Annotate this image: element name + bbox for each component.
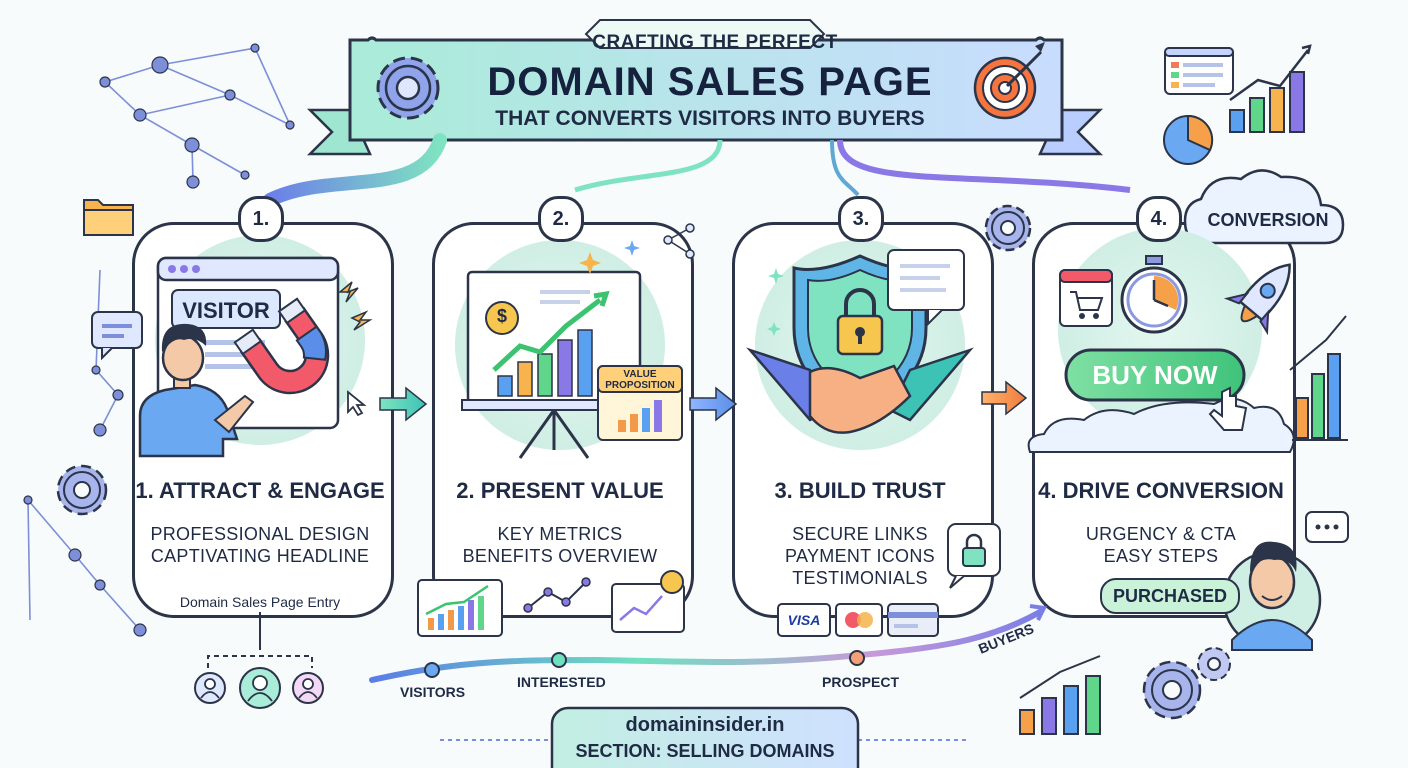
line-chart-icon [523,577,591,613]
conversion-label: CONVERSION [1207,210,1329,230]
step-line-4b: EASY STEPS [1103,546,1219,566]
step-title-3: 3. BUILD TRUST [774,478,946,503]
step-caption-1: Domain Sales Page Entry [179,594,341,610]
sparkle-icon [579,252,601,274]
value-proposition-card [597,365,683,441]
step-badge-2: 2. [538,196,584,242]
buy-now-button [1064,348,1246,402]
stopwatch-icon [1120,255,1188,334]
dollar-symbol: $ [496,306,507,326]
pie-chart-icon [1163,114,1214,165]
arrow-icon [689,386,738,422]
mini-chart-icon [611,570,685,633]
rocket-icon [1223,263,1291,336]
value-label: VALUE [623,369,657,380]
step-title-4: 4. DRIVE CONVERSION [1038,478,1284,503]
handshake-icon [746,347,974,434]
funnel-stage-prospect: PROSPECT [822,674,900,690]
step-line-3a: SECURE LINKS [792,524,928,544]
shopping-cart-icon [1059,269,1113,327]
step-badge-1: 1. [238,196,284,242]
funnel-stage-visitors: VISITORS [400,684,466,700]
magnet-icon [233,297,330,395]
credit-card-icon [887,603,939,637]
user-icon [194,672,226,704]
target-icon [973,42,1045,120]
gear-icon [984,204,1032,252]
title-banner [348,36,1064,142]
gear-icon [376,56,440,120]
cursor-icon [347,390,367,417]
person-icon [138,323,255,458]
step-line-3c: TESTIMONIALS [792,568,928,588]
buy-now-label[interactable]: BUY NOW [1092,360,1218,390]
dashboard-icon [1164,47,1234,95]
footer-domain: domaininsider.in [625,714,785,736]
avatar-icon [1222,541,1322,651]
footer-section: SECTION: SELLING DOMAINS [575,741,835,761]
sparkle-icon [767,322,781,336]
gear-icon [56,464,108,516]
step-badge-4: 4. [1136,196,1182,242]
gear-icon [1197,647,1231,681]
header-supertitle: CRAFTING THE PERFECT [592,32,838,53]
footer-box [550,706,860,768]
step-line-3b: PAYMENT ICONS [785,546,935,566]
funnel-path [369,609,1043,683]
chat-icon [91,311,143,361]
cloud-shape [1027,397,1295,453]
step-line-1b: CAPTIVATING HEADLINE [150,546,370,566]
share-icon [663,223,695,259]
step-title-1: 1. ATTRACT & ENGAGE [135,478,385,503]
bar-chart-icon [1289,315,1348,441]
dollar-icon [485,301,519,335]
user-icon [239,667,281,709]
step-title-2: 2. PRESENT VALUE [456,478,664,503]
conversion-cloud [1183,169,1345,245]
folder-icon [83,199,134,236]
visitor-label: VISITOR [182,298,270,323]
arrow-icon [379,386,428,422]
purchased-badge: PURCHASED [1100,578,1240,614]
sparkle-icon [768,268,784,284]
step-line-1a: PROFESSIONAL DESIGN [150,524,370,544]
step-line-2b: BENEFITS OVERVIEW [462,546,658,566]
gear-icon [1142,660,1202,720]
lightning-icon [337,281,373,331]
user-icon [292,672,324,704]
funnel-stage-interested: INTERESTED [517,674,606,690]
mini-chart-icon [417,579,503,637]
page-subtitle: THAT CONVERTS VISITORS INTO BUYERS [495,107,925,130]
proposition-label: PROPOSITION [605,380,675,391]
bar-chart-icon [1229,44,1312,133]
bar-chart-icon [1019,655,1101,735]
sparkle-icon [624,240,640,256]
step-badge-3: 3. [838,196,884,242]
mastercard-icon [835,603,883,637]
step-line-4a: URGENCY & CTA [1085,524,1237,544]
visa-card-icon [777,603,831,637]
chat-icon [1305,511,1349,543]
lock-icon [947,523,1001,589]
pointer-hand-icon [1208,386,1248,431]
arrow-icon [981,380,1028,416]
page-title: DOMAIN SALES PAGE [487,60,933,104]
visa-label: VISA [787,612,821,628]
step-line-2a: KEY METRICS [497,524,623,544]
chat-icon [887,249,965,327]
